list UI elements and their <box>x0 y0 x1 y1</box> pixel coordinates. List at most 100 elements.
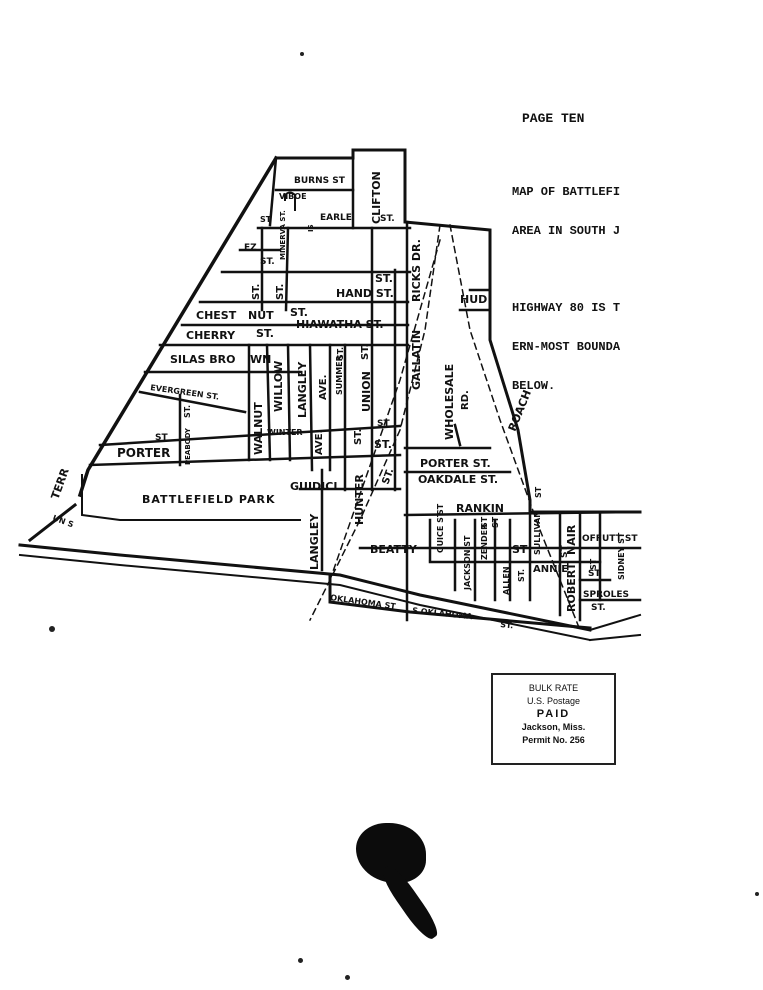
street-label: CHEST <box>196 309 237 322</box>
street-label: UN S <box>51 513 75 529</box>
street-label: VIBOE <box>279 192 307 201</box>
street-label: EZ <box>244 243 257 253</box>
street-label: ST <box>377 419 390 429</box>
ink-speck <box>755 892 759 896</box>
stamp-paid: PAID <box>536 708 571 720</box>
street-label: PORTER ST. <box>420 457 491 470</box>
stamp-line: Permit No. 256 <box>522 735 585 745</box>
street-label: JACKSON ST <box>463 535 472 591</box>
street-label: WINTER <box>267 428 303 437</box>
caption-note-line: HIGHWAY 80 IS T <box>512 301 621 315</box>
park-label: BATTLEFIELD PARK <box>142 493 275 506</box>
street-label: BEATTY <box>370 543 418 556</box>
street-label: ST <box>560 545 570 558</box>
street-label: ST. <box>353 429 364 445</box>
street-label: ST. <box>380 467 396 486</box>
street-label: ZENDER <box>480 524 489 560</box>
street-label: BURNS ST <box>294 176 346 186</box>
street-label: LANGLEY <box>296 361 309 418</box>
street-label: ST. <box>256 327 274 340</box>
street-label: LANGLEY <box>308 513 321 570</box>
street-label: OFFUTT ST <box>582 534 638 544</box>
street-label: ST. <box>380 214 395 224</box>
street-label: IS <box>307 224 315 232</box>
street-label: GUICE ST <box>436 511 445 553</box>
street-label: ST. <box>251 284 262 300</box>
street-label: SULLIVAN <box>533 511 542 555</box>
caption-note-line: BELOW. <box>512 379 556 393</box>
street-label: GALLATIN <box>410 330 423 390</box>
street-label: ST. <box>360 344 371 360</box>
map-caption: MAP OF BATTLEFI AREA IN SOUTH J HIGHWAY … <box>512 160 762 406</box>
street-label: ST <box>480 516 489 528</box>
street-label: ST. <box>183 405 192 418</box>
street-label: ST <box>589 558 598 570</box>
street-label: ST <box>534 486 543 498</box>
street-label: HUNTER <box>353 474 366 525</box>
street-label: PORTER <box>117 446 170 460</box>
street-label: ST. <box>500 620 514 630</box>
street-label: WHOLESALE <box>443 364 456 440</box>
street-label: ST. <box>591 603 606 613</box>
street-label: SPROLES <box>583 590 629 600</box>
street-label: TERR <box>49 466 72 501</box>
street-label: HIAWATHA ST. <box>296 318 384 331</box>
stamp-line: U.S. Postage <box>526 696 581 706</box>
street-label: NUT <box>248 309 274 322</box>
street-label: MINERVA ST. <box>279 210 287 260</box>
street-label: WN <box>250 353 271 366</box>
street-label: ST <box>588 569 601 579</box>
caption-note-line: ERN-MOST BOUNDA <box>512 340 621 354</box>
street-label: ST <box>155 433 168 443</box>
street-label: SILAS BRO <box>170 353 236 366</box>
street-label: ANNIE <box>533 564 568 575</box>
street-label: WILLOW <box>272 361 285 412</box>
street-label: SUMMER <box>335 355 344 395</box>
street-label: ST <box>512 543 528 556</box>
street-label: ST. <box>517 569 526 582</box>
street-label: GUIDICI <box>290 480 337 493</box>
street-label: ST. <box>336 347 345 360</box>
ink-speck <box>49 626 55 632</box>
street-label: RD. <box>460 390 471 410</box>
street-label: EARLE <box>320 213 352 223</box>
street-label: HAND ST. <box>336 287 394 300</box>
street-label: WALNUT <box>252 402 265 455</box>
street-label: ST. <box>290 306 308 319</box>
street-label: NAIR <box>565 524 578 555</box>
street-label: ST <box>436 503 445 515</box>
street-label: PEABODY <box>184 427 192 465</box>
stamp-line: BULK RATE <box>528 683 579 693</box>
street-label: CLIFTON <box>370 171 383 224</box>
street-label: ST <box>491 516 500 528</box>
street-label: EVERGREEN ST. <box>150 383 220 402</box>
street-label: CHERRY <box>186 329 236 342</box>
street-label: ST. <box>275 284 286 300</box>
street-label: ST. <box>374 438 392 451</box>
street-label: AVE. <box>314 430 325 455</box>
map-lines <box>18 148 642 642</box>
bulk-rate-postage-stamp: BULK RATE U.S. Postage PAID Jackson, Mis… <box>491 673 616 765</box>
street-label: ROBERT <box>565 562 578 612</box>
ink-speck <box>345 975 350 980</box>
ink-speck <box>298 958 303 963</box>
street-label: ST. <box>375 272 393 285</box>
street-label: ALLEN <box>502 566 511 595</box>
street-label: SIDNEY ST <box>617 532 626 580</box>
page-header: PAGE TEN <box>522 111 585 126</box>
street-label: RICKS DR. <box>410 239 423 302</box>
street-label: HUD <box>460 293 487 306</box>
street-label: ST. <box>260 257 275 267</box>
ink-speck <box>300 52 304 56</box>
caption-line: MAP OF BATTLEFI <box>512 185 621 199</box>
street-label: RANKIN <box>456 502 504 515</box>
street-label: ROACH <box>506 388 534 433</box>
street-label: AVE. <box>318 375 329 400</box>
street-label: S OKLAHOMA <box>412 606 474 621</box>
street-label: OAKDALE ST. <box>418 473 498 486</box>
street-label: ST <box>260 215 272 224</box>
caption-line: AREA IN SOUTH J <box>512 224 621 238</box>
stamp-line: Jackson, Miss. <box>521 722 586 732</box>
street-label: UNION <box>360 371 373 412</box>
